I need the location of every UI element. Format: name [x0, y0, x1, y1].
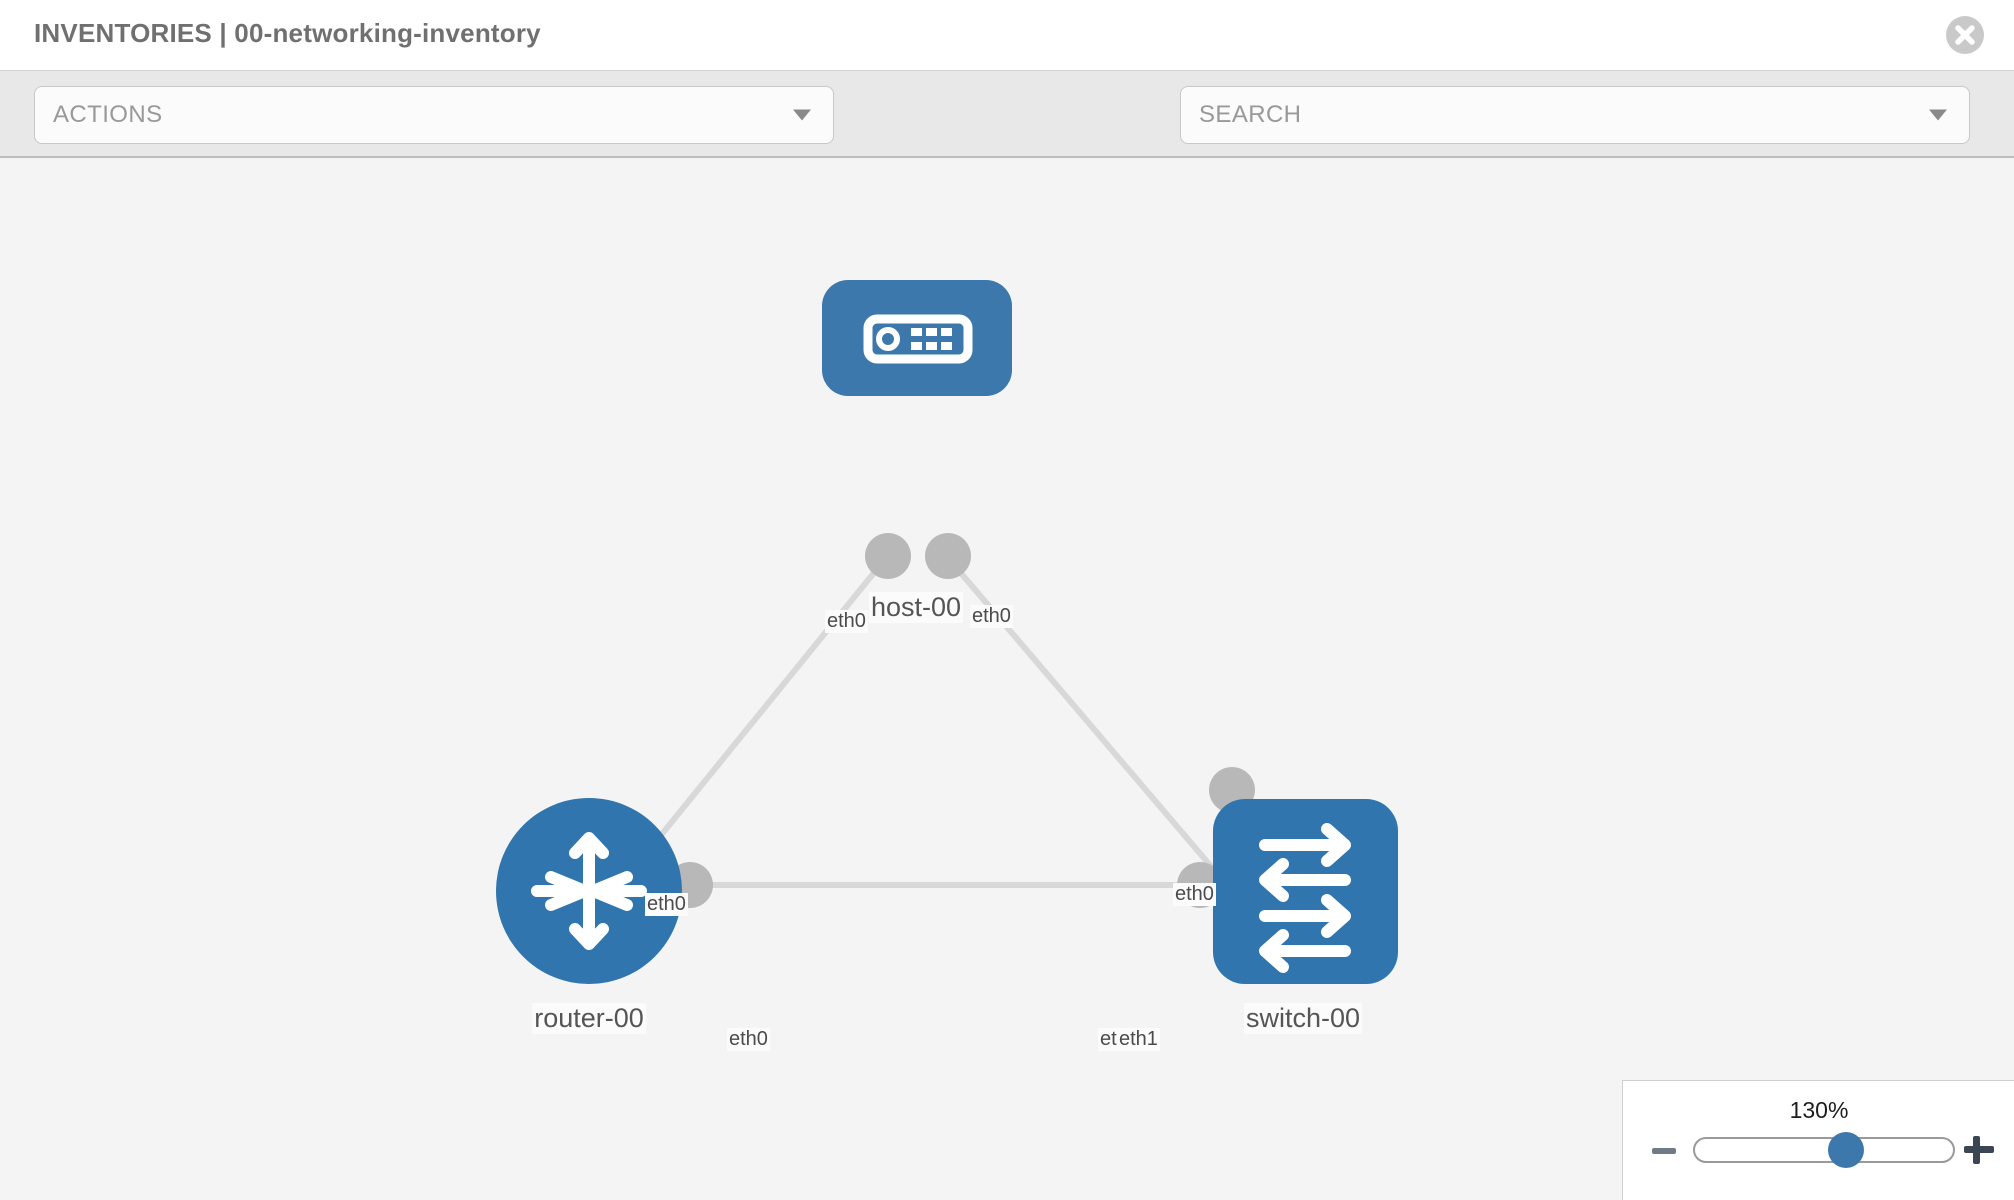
node-label-switch-00: switch-00: [1243, 1003, 1363, 1034]
search-input[interactable]: SEARCH: [1180, 86, 1970, 144]
interface-label: eth0: [727, 1028, 770, 1051]
node-switch-00[interactable]: [1213, 799, 1398, 984]
interface-label: eth0: [825, 610, 868, 633]
chevron-down-icon: [793, 109, 811, 121]
zoom-in-button[interactable]: [1962, 1133, 1996, 1167]
actions-dropdown[interactable]: ACTIONS: [34, 86, 834, 144]
minus-icon: [1652, 1148, 1676, 1154]
zoom-control-panel: 130%: [1622, 1080, 2014, 1200]
close-icon[interactable]: [1944, 14, 1986, 56]
interface-label: eth0: [645, 893, 688, 916]
node-host-00[interactable]: [822, 280, 1012, 396]
page-header: INVENTORIES | 00-networking-inventory: [0, 0, 2014, 70]
node-label-host-00: host-00: [868, 592, 964, 623]
connector-host00-left[interactable]: [865, 533, 911, 579]
interface-label: eth0: [970, 605, 1013, 628]
zoom-out-button[interactable]: [1649, 1136, 1679, 1166]
interface-label: eth1: [1117, 1028, 1160, 1051]
zoom-slider[interactable]: [1693, 1132, 1955, 1168]
chevron-down-icon: [1929, 109, 1947, 121]
actions-dropdown-label: ACTIONS: [53, 101, 163, 128]
topology-graph: [496, 280, 1398, 984]
topology-canvas[interactable]: host-00 router-00 switch-00 eth0 eth0 et…: [0, 158, 2014, 1200]
zoom-level-label: 130%: [1789, 1097, 1849, 1123]
interface-label: eth0: [1173, 883, 1216, 906]
connector-host00-right[interactable]: [925, 533, 971, 579]
switch-arrows-icon: [1259, 823, 1351, 973]
zoom-slider-thumb[interactable]: [1827, 1132, 1864, 1168]
node-router-00[interactable]: [496, 798, 682, 984]
search-placeholder: SEARCH: [1199, 101, 1302, 128]
topology-connectors: [604, 533, 1255, 908]
server-icon: [863, 314, 973, 364]
page-title: INVENTORIES | 00-networking-inventory: [34, 18, 541, 48]
node-label-router-00: router-00: [532, 1003, 646, 1034]
router-arrows-icon: [531, 832, 647, 950]
plus-icon-vertical: [1973, 1136, 1980, 1164]
toolbar: ACTIONS SEARCH: [0, 70, 2014, 202]
